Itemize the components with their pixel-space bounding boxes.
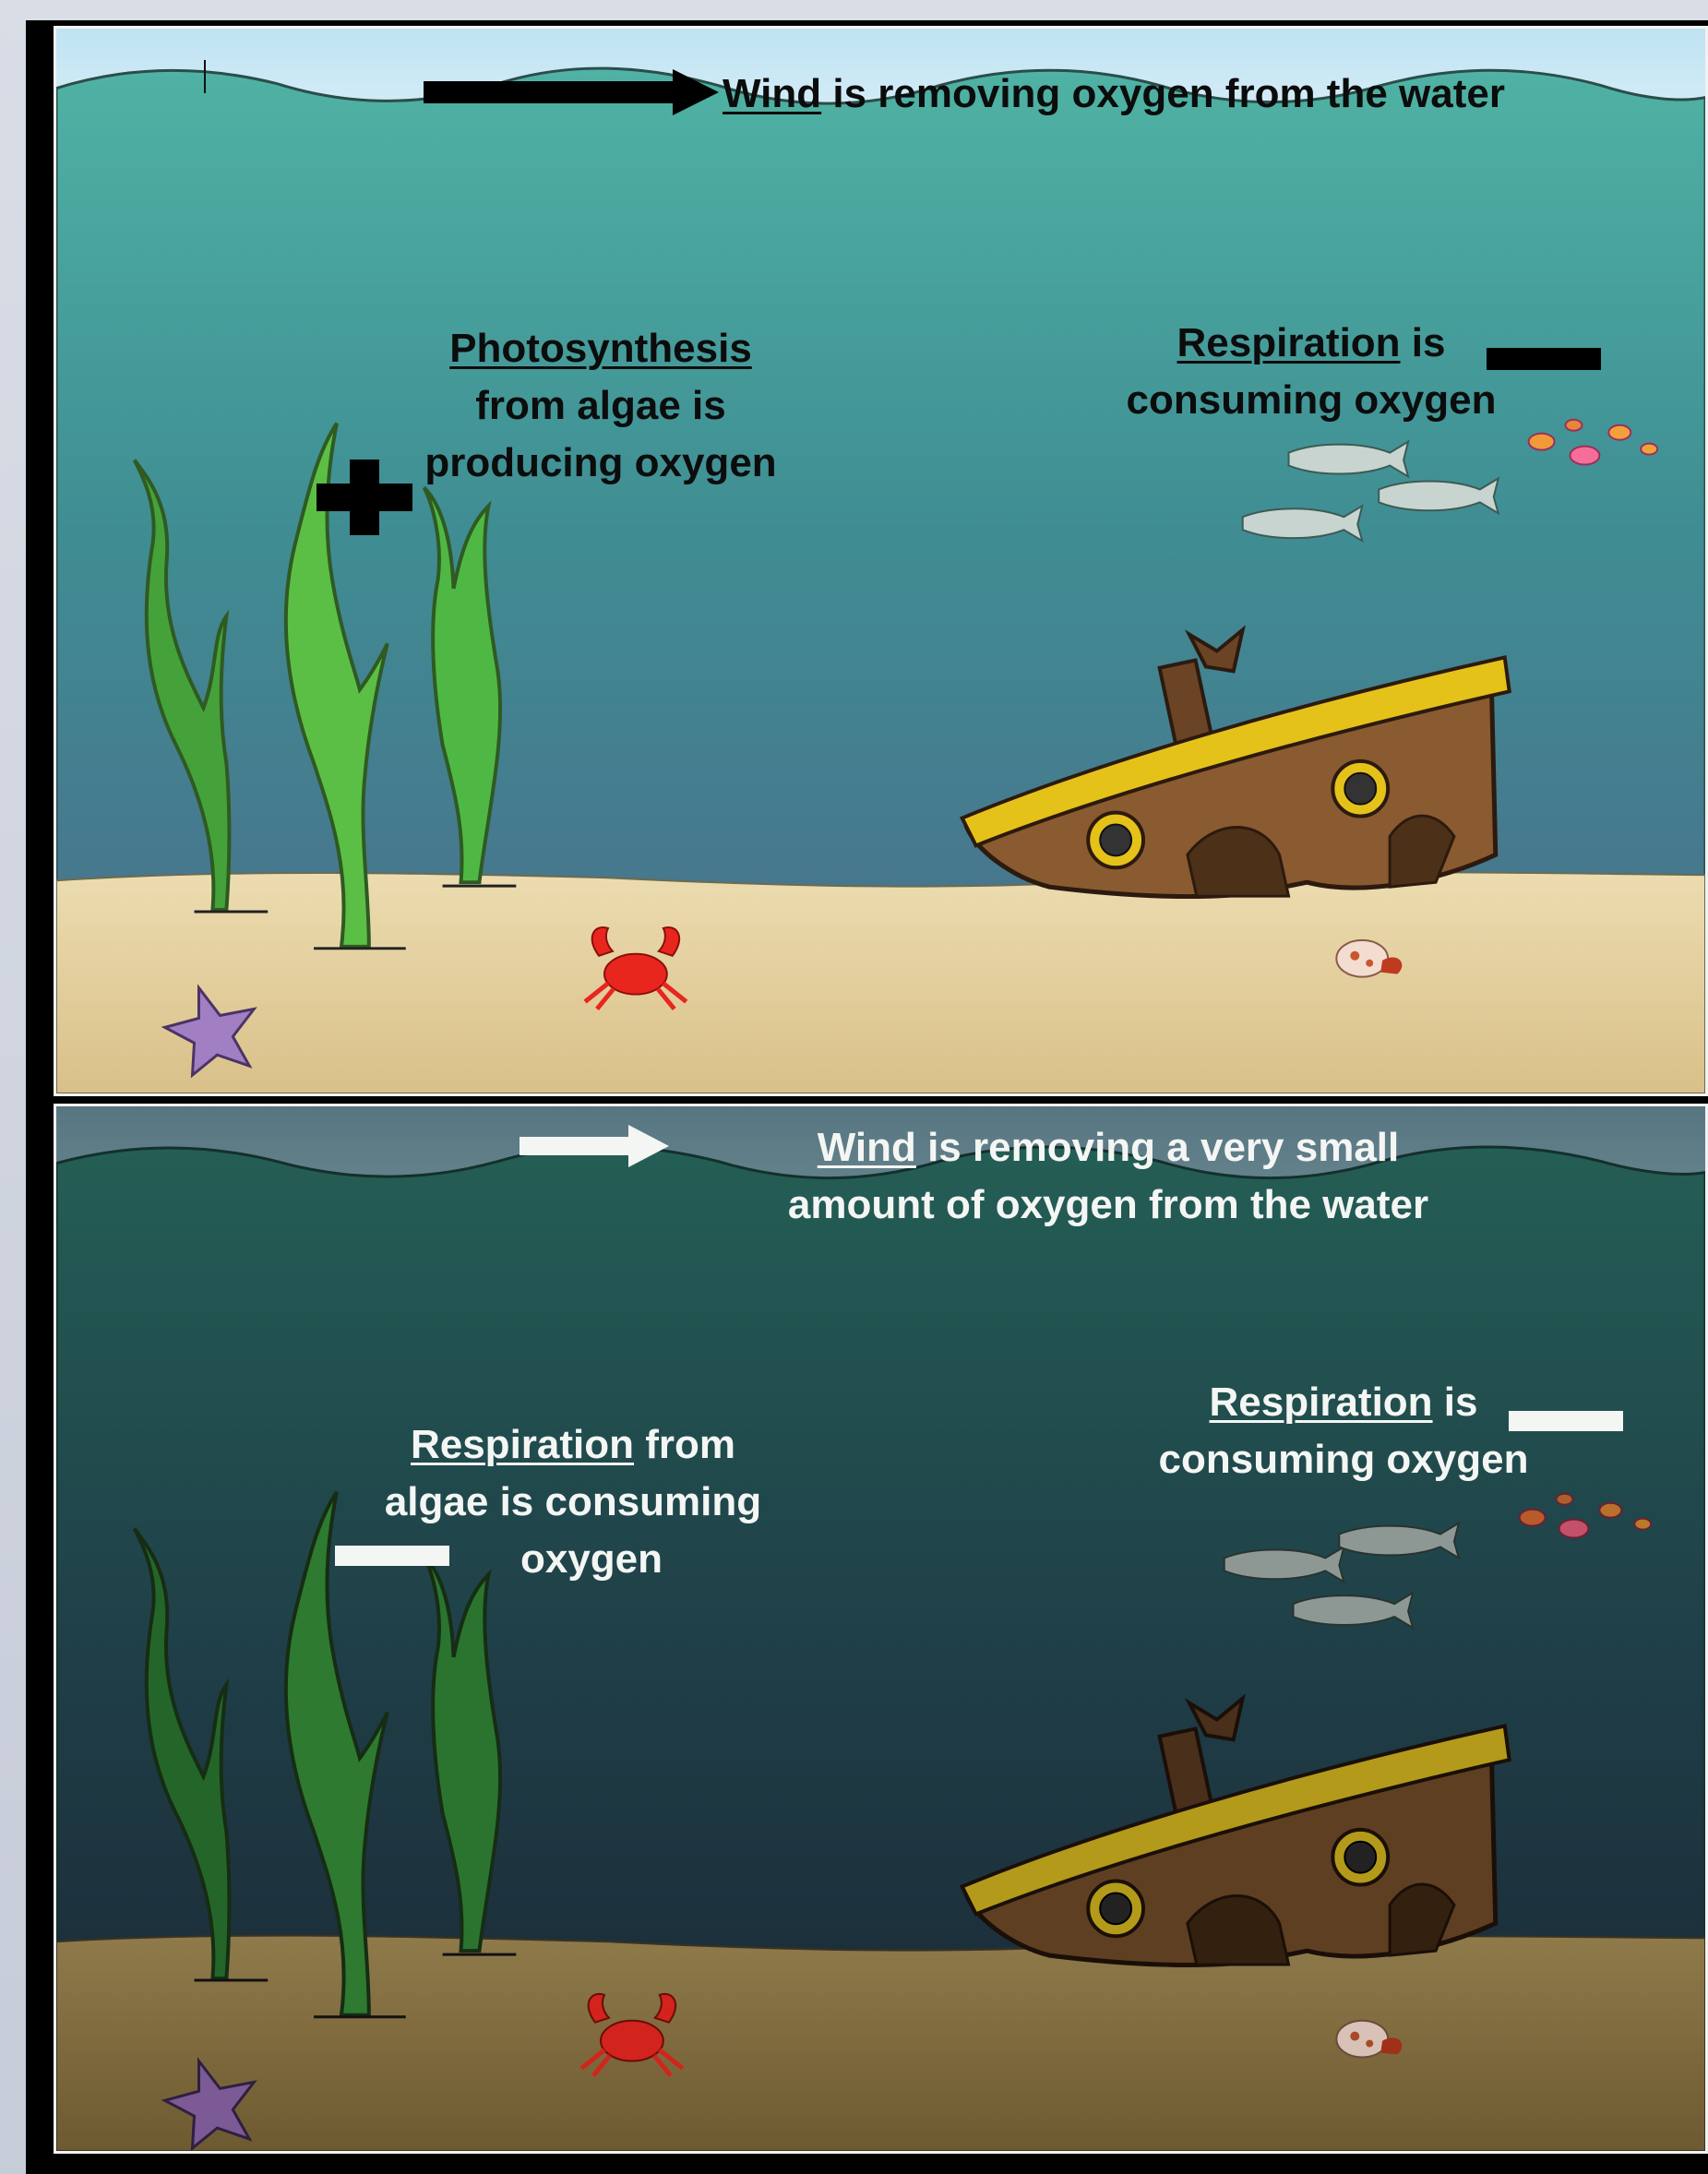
wind-caption-rest: is removing oxygen from the water bbox=[821, 71, 1505, 116]
panel-oxygen-consuming: Wind is removing a very small amount of … bbox=[54, 1104, 1708, 2154]
panel-oxygen-producing: Wind is removing oxygen from the water P… bbox=[54, 26, 1708, 1096]
respiration-keyword: Respiration bbox=[1210, 1380, 1433, 1425]
wind-caption-rest: is removing a very small bbox=[916, 1125, 1399, 1170]
wind-arrow-icon bbox=[520, 1125, 669, 1167]
wind-caption: Wind is removing a very small amount of … bbox=[702, 1119, 1514, 1234]
wind-keyword: Wind bbox=[818, 1125, 916, 1170]
wind-keyword: Wind bbox=[723, 71, 821, 116]
wind-caption: Wind is removing oxygen from the water bbox=[723, 66, 1505, 123]
photosynthesis-caption: Photosynthesis from algae is producing o… bbox=[352, 320, 850, 492]
seabed bbox=[56, 872, 1705, 1093]
respiration-line1-rest: from bbox=[634, 1422, 735, 1467]
respiration-keyword: Respiration bbox=[411, 1422, 634, 1467]
underwater-scene-night bbox=[56, 1106, 1705, 2151]
underwater-scene-day bbox=[56, 29, 1705, 1093]
minus-sign-icon bbox=[1487, 348, 1601, 370]
wind-caption-line2: amount of oxygen from the water bbox=[702, 1177, 1514, 1234]
respiration-line1-rest: is bbox=[1401, 320, 1446, 365]
photosynthesis-line3: producing oxygen bbox=[352, 435, 850, 492]
respiration-line2: consuming oxygen bbox=[1127, 1431, 1560, 1488]
text-cursor bbox=[204, 60, 206, 93]
respiration-keyword: Respiration bbox=[1177, 320, 1401, 365]
minus-sign-icon bbox=[1509, 1411, 1623, 1431]
respiration-line2: consuming oxygen bbox=[1099, 372, 1523, 429]
respiration-algae-line2: algae is consuming bbox=[333, 1474, 813, 1531]
wind-arrow-icon bbox=[424, 69, 719, 115]
respiration-caption-animals: Respiration is consuming oxygen bbox=[1099, 315, 1523, 429]
respiration-caption-animals: Respiration is consuming oxygen bbox=[1127, 1374, 1560, 1488]
photosynthesis-keyword: Photosynthesis bbox=[449, 326, 752, 371]
minus-sign-icon bbox=[335, 1546, 449, 1566]
respiration-line1-rest: is bbox=[1433, 1380, 1478, 1425]
plus-sign-icon bbox=[317, 460, 412, 535]
photosynthesis-line2: from algae is bbox=[352, 377, 850, 435]
seabed bbox=[56, 1936, 1705, 2151]
